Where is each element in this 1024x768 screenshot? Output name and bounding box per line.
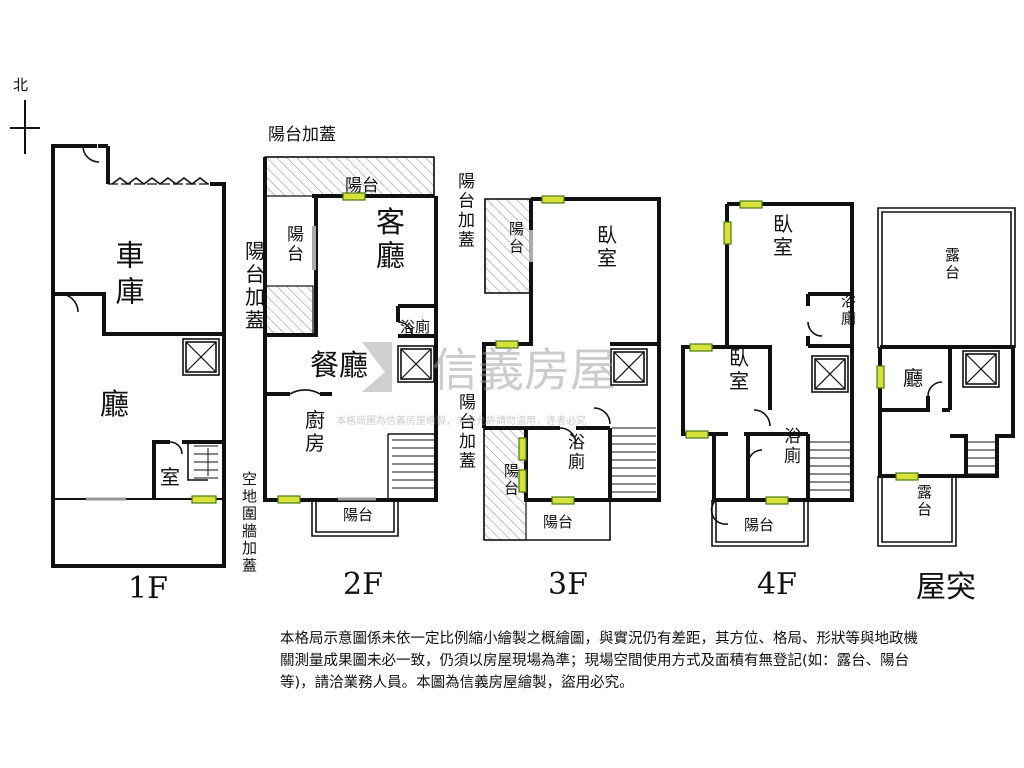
annex-label-vertical: 空地圍牆加蓋 [242, 470, 257, 574]
north-arrow-icon [10, 100, 40, 154]
room-label: 廳 [903, 366, 923, 390]
window-icon [739, 200, 763, 209]
watermark-fine-print: 本格局圖為信義房屋繪製，未經允許請勿盜用，違者必究 [336, 414, 586, 427]
north-label: 北 [13, 76, 28, 94]
window-icon [765, 496, 789, 505]
window-icon [723, 221, 732, 245]
window-icon [551, 496, 575, 505]
floor-label-2f: 2F [343, 567, 383, 602]
floor-label-1f: 1F [128, 571, 168, 606]
window-icon [191, 495, 217, 504]
annex-label: 陽台加蓋 [268, 125, 336, 145]
window-icon [685, 430, 709, 439]
room-label: 陽台 [744, 516, 774, 534]
annex-label-vertical: 陽台加蓋 [245, 239, 265, 332]
floor-1f [51, 144, 226, 568]
room-label-room: 室 [160, 465, 180, 489]
room-label-vertical: 臥室 [597, 223, 617, 270]
disclaimer-text: 本格局示意圖係未依一定比例縮小繪製之概繪圖，與實況仍有差距，其方位、格局、形狀等… [280, 631, 918, 691]
room-label-vertical: 露台 [945, 246, 960, 281]
window-icon [495, 340, 519, 349]
brand-logo-icon [362, 342, 392, 392]
window-icon [518, 437, 527, 461]
room-label: 陽台 [543, 513, 573, 531]
room-label-vertical: 浴廁 [784, 427, 801, 467]
floor-4f [681, 200, 854, 547]
annex-label-vertical: 陽台加蓋 [459, 393, 476, 472]
watermark-brand: 信義房屋 [432, 343, 616, 397]
room-label-vertical: 客廳 [376, 205, 405, 272]
annex-label-vertical: 陽台加蓋 [458, 172, 475, 251]
window-icon [277, 495, 301, 504]
window-icon [541, 195, 565, 204]
room-label: 陽台 [343, 506, 373, 524]
watermark: 信義房屋 本格局圖為信義房屋繪製，未經允許請勿盜用，違者必究 [336, 342, 616, 427]
window-icon [689, 343, 713, 352]
room-label-vertical: 臥室 [773, 212, 793, 259]
floor-2f [263, 156, 438, 537]
floor-label-4f: 4F [757, 567, 797, 602]
window-icon [876, 365, 885, 389]
floor-3f [482, 195, 661, 541]
window-icon [895, 472, 919, 481]
room-label-vertical: 露台 [917, 483, 932, 518]
room-label-vertical: 浴廁 [841, 292, 856, 327]
room-label-living: 廳 [100, 387, 129, 421]
floor-roof [876, 207, 1016, 547]
room-label-vertical: 陽台 [509, 220, 524, 255]
room-label: 陽台 [345, 176, 379, 196]
room-label: 車庫 [111, 240, 145, 305]
room-label: 浴廁 [400, 318, 430, 336]
window-icon [342, 192, 366, 201]
room-label-vertical: 陽台 [504, 462, 519, 497]
room-label-vertical: 陽台 [287, 225, 304, 265]
window-icon [518, 469, 527, 493]
room-label: 餐廳 [310, 348, 368, 382]
floor-label-3f: 3F [548, 567, 588, 602]
room-label-vertical: 臥室 [729, 346, 749, 393]
room-label-vertical: 浴廁 [568, 433, 585, 473]
room-label-vertical: 廚房 [305, 408, 325, 455]
floor-label-roof: 屋突 [916, 570, 976, 605]
